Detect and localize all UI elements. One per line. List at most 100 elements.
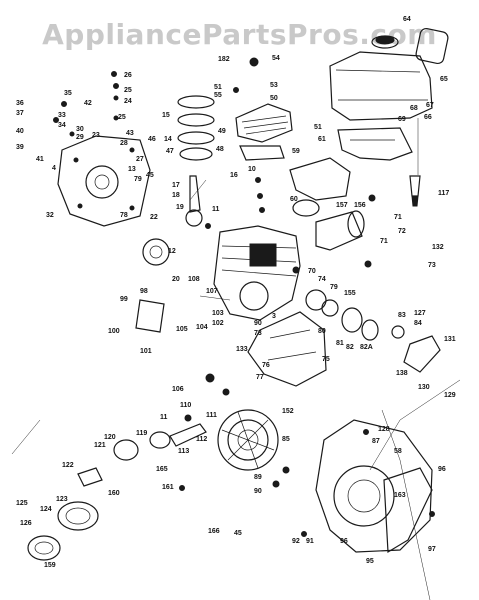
electric-starter-drawing [315, 210, 365, 251]
gear-drawing [142, 238, 170, 266]
callout-label-25a: 25 [124, 87, 132, 94]
callout-label-79: 79 [134, 176, 142, 183]
callout-label-129: 129 [444, 392, 456, 399]
mounting-plate-drawing [135, 299, 165, 333]
callout-label-18: 18 [172, 192, 180, 199]
callout-label-43: 43 [126, 130, 134, 137]
callout-label-27: 27 [136, 156, 144, 163]
callout-label-66: 66 [424, 114, 432, 121]
callout-label-106: 106 [172, 386, 184, 393]
callout-label-101: 101 [140, 348, 152, 355]
callout-label-156: 156 [354, 202, 366, 209]
callout-label-155: 155 [344, 290, 356, 297]
callout-label-95: 95 [366, 558, 374, 565]
callout-label-50: 50 [270, 95, 278, 102]
callout-label-13: 13 [128, 166, 136, 173]
callout-label-132: 132 [432, 244, 444, 251]
fuel-tank-drawing [329, 27, 449, 121]
callout-label-102: 102 [212, 320, 224, 327]
callout-label-47: 47 [166, 148, 174, 155]
callout-label-45: 45 [146, 172, 154, 179]
callout-label-83: 83 [398, 312, 406, 319]
leader-lines [11, 118, 461, 600]
crankcase-cover-drawing [57, 135, 151, 227]
flywheel-drawing [217, 409, 279, 471]
callout-label-60: 60 [290, 196, 298, 203]
callout-label-138: 138 [396, 370, 408, 377]
callout-label-32: 32 [46, 212, 54, 219]
callout-label-72: 72 [398, 228, 406, 235]
callout-label-166: 166 [208, 528, 220, 535]
pulley-drawing [113, 423, 207, 461]
callout-label-49: 49 [218, 128, 226, 135]
callout-label-71a: 71 [394, 214, 402, 221]
callout-label-111: 111 [206, 412, 217, 419]
callout-label-92: 92 [292, 538, 300, 545]
blower-shroud-drawing [289, 157, 351, 201]
callout-label-182: 182 [218, 56, 230, 63]
callout-label-59: 59 [292, 148, 300, 155]
connecting-rod-drawing [185, 175, 203, 227]
callout-label-68: 68 [410, 105, 418, 112]
callout-label-119: 119 [136, 430, 148, 437]
callout-label-123: 123 [56, 496, 68, 503]
callout-label-163: 163 [394, 492, 406, 499]
callout-label-160: 160 [108, 490, 120, 497]
callout-label-16: 16 [230, 172, 238, 179]
callout-label-90b: 90 [254, 488, 262, 495]
callout-label-36: 36 [16, 100, 24, 107]
callout-label-4: 4 [52, 165, 56, 172]
callout-label-104: 104 [196, 324, 208, 331]
spark-plug-drawing [409, 175, 421, 207]
callout-label-75: 75 [322, 356, 330, 363]
callout-label-82: 82 [346, 344, 354, 351]
callout-label-74: 74 [318, 276, 326, 283]
callout-label-127: 127 [414, 310, 426, 317]
callout-label-46: 46 [148, 136, 156, 143]
callout-label-81: 81 [336, 340, 344, 347]
callout-label-11b: 11 [160, 414, 168, 421]
callout-label-126: 126 [20, 520, 32, 527]
cylinder-head-drawing [235, 103, 293, 161]
callout-label-133: 133 [236, 346, 248, 353]
callout-label-20: 20 [172, 276, 180, 283]
callout-label-122: 122 [62, 462, 74, 469]
callout-label-28: 28 [120, 140, 128, 147]
callout-label-51b: 51 [314, 124, 322, 131]
engine-block-drawing [213, 225, 301, 321]
callout-label-23: 23 [92, 132, 100, 139]
callout-label-34: 34 [58, 122, 66, 129]
float-bowl-drawing [391, 325, 441, 373]
callout-label-110: 110 [180, 402, 192, 409]
callout-label-105: 105 [176, 326, 188, 333]
callout-label-157: 157 [336, 202, 348, 209]
recoil-starter-drawing [27, 501, 99, 561]
callout-label-131: 131 [444, 336, 456, 343]
callout-label-78: 78 [120, 212, 128, 219]
callout-label-64: 64 [403, 16, 411, 23]
callout-label-58: 58 [394, 448, 402, 455]
callout-label-33: 33 [58, 112, 66, 119]
callout-label-108: 108 [188, 276, 200, 283]
callout-label-98: 98 [140, 288, 148, 295]
callout-label-113: 113 [178, 448, 190, 455]
callout-label-97: 97 [428, 546, 436, 553]
fan-housing-drawing [315, 419, 433, 554]
callout-label-45b: 45 [234, 530, 242, 537]
callout-label-54: 54 [272, 55, 280, 62]
callout-label-39: 39 [16, 144, 24, 151]
blower-housing-drawing [247, 311, 327, 387]
callout-label-65: 65 [440, 76, 448, 83]
callout-label-100: 100 [108, 328, 120, 335]
callout-label-117: 117 [438, 190, 450, 197]
callout-label-125: 125 [16, 500, 28, 507]
callout-label-96b: 96 [340, 538, 348, 545]
callout-label-22: 22 [150, 214, 158, 221]
callout-label-42: 42 [84, 100, 92, 107]
callout-label-30: 30 [76, 126, 84, 133]
callout-label-10: 10 [248, 166, 256, 173]
callout-label-25b: 25 [118, 114, 126, 121]
callout-label-103: 103 [212, 310, 224, 317]
